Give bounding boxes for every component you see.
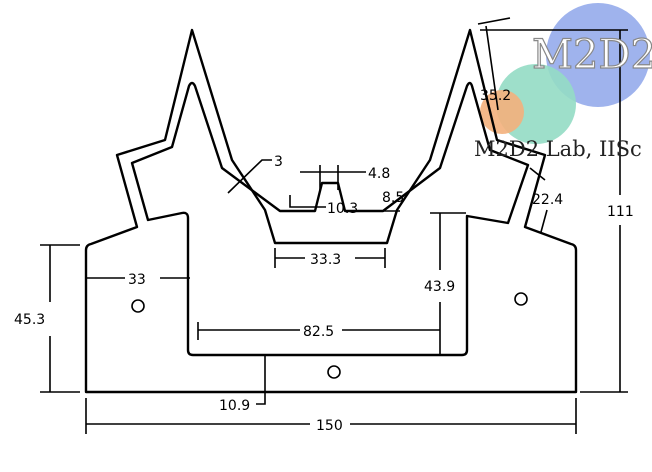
logo-blue-circle: [546, 3, 650, 107]
dim-overall-width: 150: [316, 418, 343, 434]
dim-arm-width: 22.4: [532, 192, 563, 208]
dim-top-step: 4.8: [368, 166, 390, 182]
mounting-hole: [327, 365, 341, 379]
mounting-hole: [131, 299, 145, 313]
logo-text: M2D2: [532, 32, 652, 78]
watermark-label: M2D2 Lab, IISc: [474, 137, 642, 161]
logo-orange-circle: [480, 90, 524, 134]
dim-slot-width: 33.3: [310, 252, 341, 268]
dim-pocket-depth: 43.9: [424, 279, 455, 295]
logo: [480, 3, 650, 144]
dimension-lines: [40, 17, 628, 434]
mounting-hole: [514, 292, 528, 306]
dim-step-width: 10.3: [327, 201, 358, 217]
dim-side-width: 33: [128, 272, 146, 288]
part-outer-contour: [84, 28, 578, 394]
part-inner-contour: [130, 81, 530, 357]
dim-overall-height: 111: [607, 204, 634, 220]
dim-tip: 35.2: [480, 88, 511, 104]
dim-pocket-width: 82.5: [303, 324, 334, 340]
dim-step-height: 8.5: [382, 190, 404, 206]
dim-wall-thickness: 3: [274, 154, 283, 170]
dim-base-thickness: 10.9: [219, 398, 250, 414]
dim-side-height: 45.3: [14, 312, 45, 328]
